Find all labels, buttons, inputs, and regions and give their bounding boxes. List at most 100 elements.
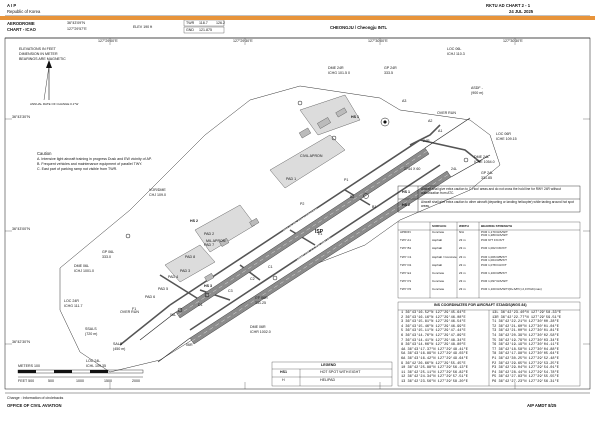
twy-table-cell: 23 m xyxy=(459,238,466,243)
navaid-markers xyxy=(125,100,469,313)
dme-06r: DME 06R xyxy=(250,325,266,329)
twy-table-cell: PCR 1,100 R/B/X/T xyxy=(481,271,508,275)
asdf: ASDF - xyxy=(471,86,483,90)
coord-row: 13R 36°42'22.77"N 127°29'59.51"E xyxy=(492,315,562,320)
legend-row2-txt: HELIPAD xyxy=(320,378,336,382)
twy-table-cell: Asphalt xyxy=(432,262,443,267)
office: OFFICE OF CIVIL AVIATION xyxy=(7,403,62,408)
twy-table-cell: 23 m xyxy=(459,279,466,284)
coord-row: T8 36°42'17.98"N 127°30'05.64"E xyxy=(492,352,559,357)
hs-table-row2-code: HS 2 xyxy=(402,203,410,207)
twy-table-cell: APRON xyxy=(400,230,411,234)
isp: ISP xyxy=(315,229,324,235)
twr-label: TWR xyxy=(186,21,195,25)
hs-table-row2-text: Aircraft shall give extra caution to oth… xyxy=(421,200,574,208)
title-line-2: CHART - ICAO xyxy=(7,27,36,32)
gp-24r-freq: 333.5 xyxy=(384,71,393,75)
amdt: AIP AMDT 8/25 xyxy=(527,403,557,408)
coord-row: T3 36°42'21.00"N 127°30'01.81"E xyxy=(492,329,559,334)
coord-row: T2 36°42'21.60"N 127°30'01.04"E xyxy=(492,324,559,329)
pad-2: PAD 2 xyxy=(204,232,215,236)
lat-bot: 36°42'30"N xyxy=(12,340,30,344)
coord-row: T7 36°42'18.58"N 127°30'04.88"E xyxy=(492,347,559,352)
aprons xyxy=(164,94,361,283)
hs-3: HS 3 xyxy=(204,284,212,288)
legend-row1-txt: HOT SPOT WITH EIGHT xyxy=(320,370,361,374)
scale-feet-tick: 1500 xyxy=(104,379,112,383)
twy-a1: A1 xyxy=(438,129,443,133)
arp-lat: 36°43'09"N xyxy=(67,21,85,25)
thr-24l: 24L xyxy=(451,167,457,171)
twy-table-header: SURFACE xyxy=(432,223,447,228)
vor-dme-freq: CHJ 109.0 xyxy=(149,193,166,197)
rwy-dim: 2744 X 60 xyxy=(404,167,421,171)
loc-24l-freq: ICHL 109.35 xyxy=(86,364,107,368)
legend-row1-sym: HS1 xyxy=(280,370,287,374)
twy-c2: C2 xyxy=(250,277,255,281)
twy-table-header: WIDTH xyxy=(459,223,469,228)
twy-table-cell: PCR 977 F/C/X/T xyxy=(481,238,505,243)
caution-2: B. Frequent vehicles and maintenance equ… xyxy=(37,162,143,166)
loc-06r: LOC 06R xyxy=(496,132,511,136)
note-elevations: ELEVATIONS IN FEET xyxy=(19,47,56,51)
twy-table-cell: PCR 1,100 R/A/W/T/(R+S/PC) 2,0 Pitch(max… xyxy=(481,287,542,292)
gp-06r-freq: 331.25 xyxy=(255,301,266,305)
country: Republic of Korea xyxy=(7,9,41,14)
twy-table-cell: Concrete xyxy=(432,230,445,234)
dme-24l: DME 24L xyxy=(474,155,489,159)
twy-table-cell: PCR 1,078 F/A/X/T xyxy=(481,262,507,267)
twy-table-cell: PCR 1,170 R/A/W/T PCR 1,280 R/A/W/T xyxy=(481,230,508,238)
gp-24r: GP 24R xyxy=(384,66,397,70)
sals-len: (450 m) xyxy=(113,347,126,351)
coord-row: P1 36°42'30.25"N 127°29'52.48"E xyxy=(492,357,559,361)
twy-b2: B2 xyxy=(350,195,355,199)
header-band xyxy=(0,16,595,20)
coord-row: 4A 36°43'17.37"N 127°29'48.41"E xyxy=(401,347,468,352)
gp-06l: GP 06L xyxy=(102,250,115,254)
pad-5: PAD 5 xyxy=(158,287,169,291)
coord-row: T5 36°42'19.79"N 127°30'03.34"E xyxy=(492,338,559,343)
note-dimension: DIMENSION IN METER xyxy=(19,52,58,56)
twy-a2: A2 xyxy=(428,119,433,123)
dme-06l: DME 06L xyxy=(74,264,89,268)
vor-dme: VOR/DME xyxy=(149,188,166,192)
pad-8: PAD 8 xyxy=(185,255,196,259)
coord-row: 10 36°42'25.88"N 127°29'56.13"E xyxy=(401,366,468,371)
arp-lon: 127°29'57"E xyxy=(67,27,87,31)
twy-f1: F1 xyxy=(132,307,137,311)
twy-table-cell: Concrete xyxy=(432,271,445,275)
dme-24r-freq: ICHG 101.5 0 xyxy=(328,71,350,75)
hs-1: HS 1 xyxy=(351,115,359,119)
thr-06l: 06L xyxy=(170,313,176,317)
hs-table-row1-text: Aircraft shall give extra caution to C-H… xyxy=(421,187,561,195)
loc-06r-freq: ICHE 109.15 xyxy=(496,137,517,141)
coord-row: P6 36°42'27.23"N 127°29'56.31"E xyxy=(492,380,559,384)
civil-apron: CIVIL APRON xyxy=(300,154,323,158)
twy-table-cell: Concrete xyxy=(432,287,445,292)
mil-apron: MIL APRON xyxy=(206,239,226,243)
coord-row: 2 36°43'16.16"N 127°29'46.08"E xyxy=(401,315,466,320)
twr-freq-1: 118.7 xyxy=(199,21,208,25)
gnd-label: GND xyxy=(186,28,194,32)
grid-ticks xyxy=(5,38,590,389)
coord-row: 8 36°43'14.06"N 127°29'48.80"E xyxy=(401,343,466,348)
title-line-1: AERODROME xyxy=(7,21,35,26)
scale-feet-tick: 1000 xyxy=(76,379,84,383)
twy-e1: E1 xyxy=(318,232,323,236)
twy-table-cell: PCR 1,002 F/D/X/T xyxy=(481,246,507,251)
twy-table-cell: TWY C1 xyxy=(400,254,412,259)
note-bearings: BEARINGS ARE MAGNETIC xyxy=(19,57,66,61)
scale-meters-label: METERS 100 xyxy=(18,364,40,368)
caution-title: Caution xyxy=(37,151,52,156)
coord-row: 6A 36°43'16.42"N 127°29'49.64"E xyxy=(401,357,468,361)
twy-a3: A3 xyxy=(402,99,407,103)
loc-24r: LOC 24R xyxy=(64,299,79,303)
dme-24r: DME 24R xyxy=(328,66,344,70)
ovr-run-2: OVER RUN xyxy=(120,310,139,314)
coord-row: 7 36°43'14.41"N 127°29'48.34"E xyxy=(401,338,466,343)
coord-row: 4 36°43'15.46"N 127°29'46.99"E xyxy=(401,324,466,329)
scale-feet-label: FEET 500 xyxy=(18,379,35,383)
chart-code: RKTU AD CHART 2 - 1 xyxy=(486,3,531,8)
pad-6: PAD 6 xyxy=(145,295,156,299)
